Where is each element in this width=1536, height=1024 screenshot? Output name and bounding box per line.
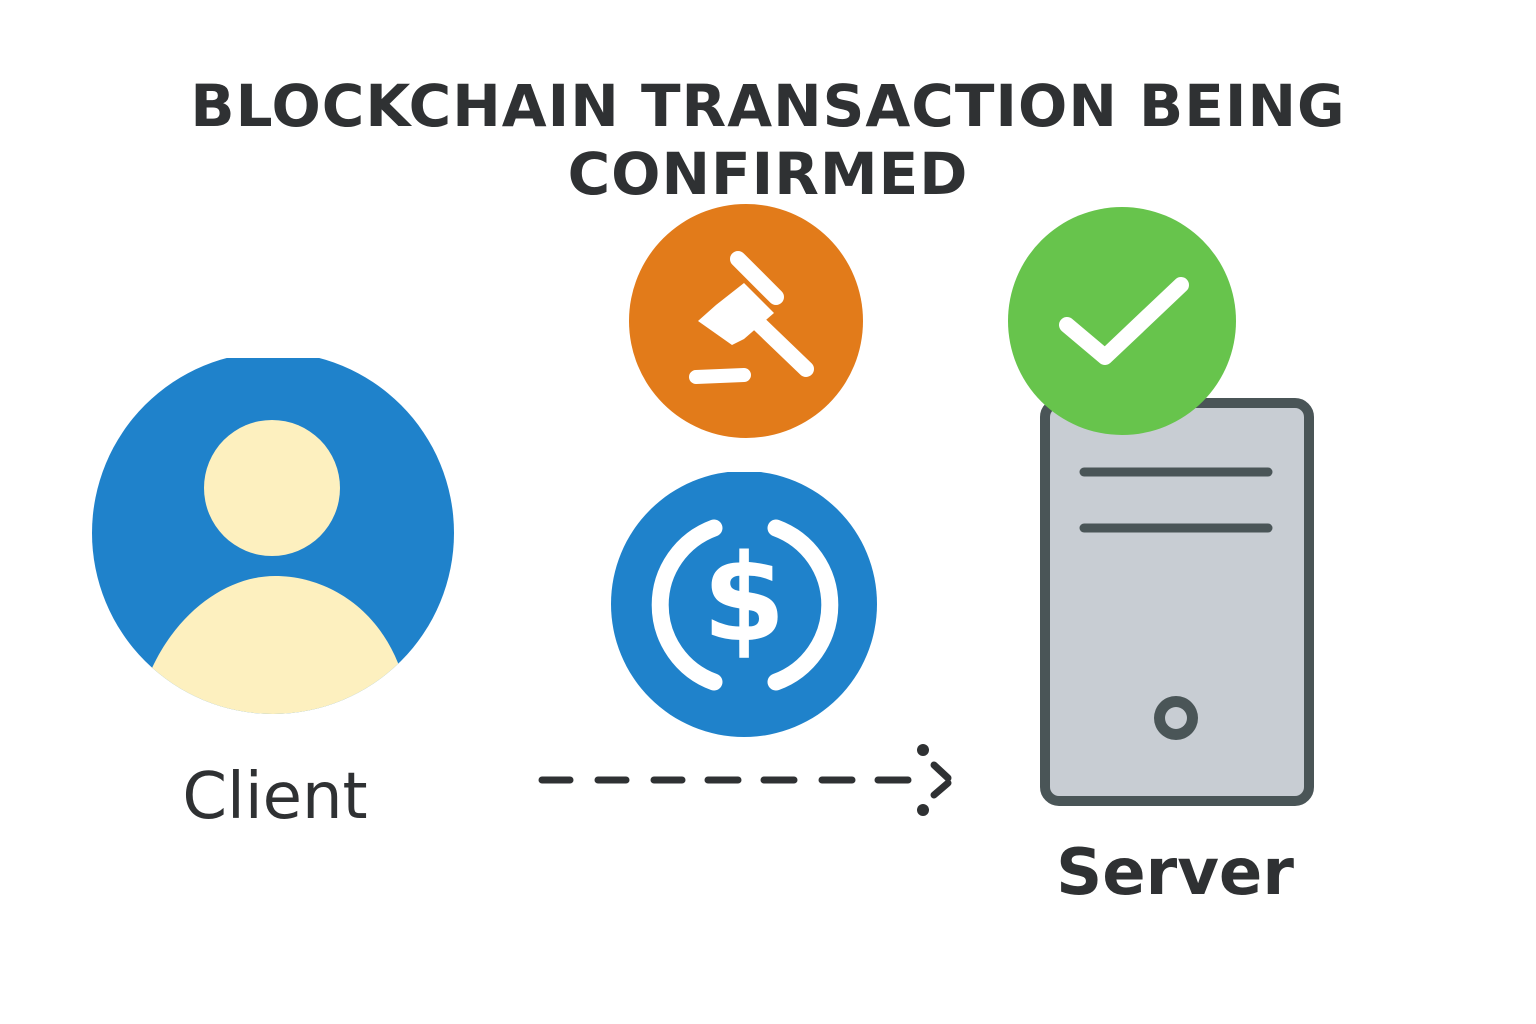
user-avatar-icon [92, 358, 454, 714]
dashed-arrow-connector [538, 744, 952, 816]
diagram-title: BLOCKCHAIN TRANSACTION BEING CONFIRMED [190, 72, 1346, 208]
client-label: Client [182, 760, 368, 834]
checkmark-icon [1008, 207, 1236, 435]
server-icon [1040, 398, 1314, 806]
gavel-icon [629, 204, 863, 438]
usdc-dollar-icon: $ [611, 472, 877, 737]
server-label: Server [1056, 836, 1294, 910]
svg-text:$: $ [702, 530, 786, 669]
